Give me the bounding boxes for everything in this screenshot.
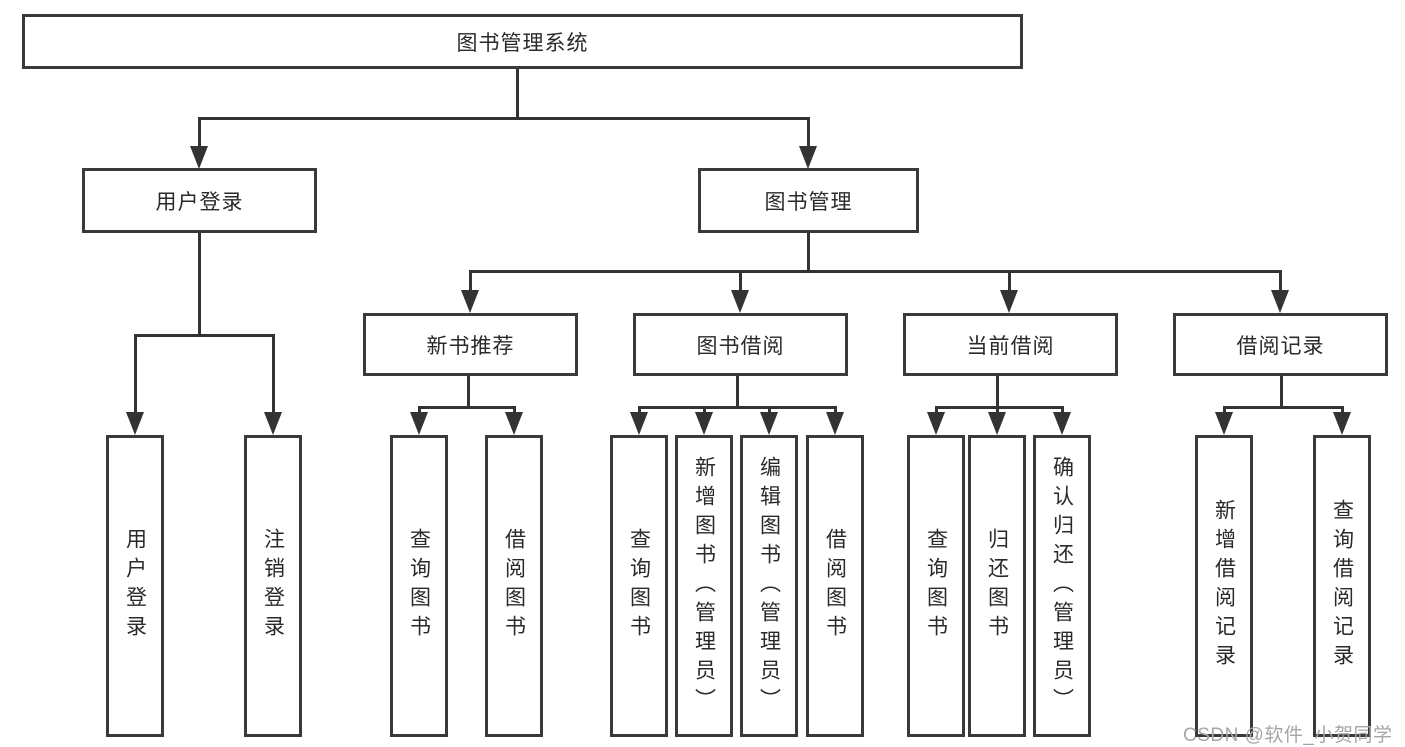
leaf-return-book: 归还图书 — [968, 435, 1026, 737]
connector — [134, 334, 275, 337]
arrow-down-icon — [799, 146, 817, 169]
arrow-down-icon — [1053, 412, 1071, 435]
connector — [418, 406, 421, 416]
connector — [198, 117, 201, 148]
arrow-down-icon — [505, 412, 523, 435]
connector — [935, 406, 938, 416]
connector — [469, 270, 1282, 273]
leaf-query-books-borrow: 查询图书 — [610, 435, 668, 737]
arrow-down-icon — [410, 412, 428, 435]
arrow-down-icon — [988, 412, 1006, 435]
connector — [1008, 270, 1011, 293]
connector — [807, 233, 810, 273]
connector — [1341, 406, 1344, 416]
watermark: CSDN @软件_小贺同学 — [1183, 725, 1393, 746]
connector — [513, 406, 516, 416]
connector — [198, 117, 810, 120]
arrow-down-icon — [1271, 290, 1289, 313]
node-book-management: 图书管理 — [698, 168, 919, 233]
arrow-down-icon — [630, 412, 648, 435]
arrow-down-icon — [731, 290, 749, 313]
leaf-confirm-return-admin: 确认归还（管理员） — [1033, 435, 1091, 737]
connector — [996, 406, 999, 416]
connector — [467, 376, 470, 409]
connector — [1061, 406, 1064, 416]
arrow-down-icon — [826, 412, 844, 435]
connector — [739, 270, 742, 293]
connector — [1280, 376, 1283, 409]
leaf-add-book-admin: 新增图书（管理员） — [675, 435, 733, 737]
connector — [935, 406, 1064, 409]
node-library-management-system: 图书管理系统 — [22, 14, 1023, 69]
node-user-login: 用户登录 — [82, 168, 317, 233]
arrow-down-icon — [927, 412, 945, 435]
leaf-query-books-recommend: 查询图书 — [390, 435, 448, 737]
connector — [134, 334, 137, 415]
connector — [834, 406, 837, 416]
connector — [1279, 270, 1282, 293]
node-current-borrowing: 当前借阅 — [903, 313, 1118, 376]
connector — [703, 406, 706, 416]
node-book-borrowing: 图书借阅 — [633, 313, 848, 376]
connector — [516, 69, 519, 120]
connector — [469, 270, 472, 293]
arrow-down-icon — [1333, 412, 1351, 435]
leaf-user-login: 用户登录 — [106, 435, 164, 737]
leaf-edit-book-admin: 编辑图书（管理员） — [740, 435, 798, 737]
node-new-book-recommendation: 新书推荐 — [363, 313, 578, 376]
connector — [807, 117, 810, 148]
leaf-borrow-books-recommend: 借阅图书 — [485, 435, 543, 737]
arrow-down-icon — [264, 412, 282, 435]
arrow-down-icon — [695, 412, 713, 435]
connector — [198, 233, 201, 336]
connector — [736, 376, 739, 409]
connector — [272, 334, 275, 415]
connector — [768, 406, 771, 416]
leaf-borrow-books: 借阅图书 — [806, 435, 864, 737]
connector — [418, 406, 516, 409]
connector — [996, 376, 999, 409]
connector — [1223, 406, 1226, 416]
connector — [638, 406, 837, 409]
connector — [638, 406, 641, 416]
leaf-logout-login: 注销登录 — [244, 435, 302, 737]
arrow-down-icon — [1215, 412, 1233, 435]
leaf-query-books-current: 查询图书 — [907, 435, 965, 737]
arrow-down-icon — [461, 290, 479, 313]
arrow-down-icon — [1000, 290, 1018, 313]
leaf-add-borrow-record: 新增借阅记录 — [1195, 435, 1253, 737]
arrow-down-icon — [190, 146, 208, 169]
connector — [1223, 406, 1344, 409]
arrow-down-icon — [760, 412, 778, 435]
node-borrowing-records: 借阅记录 — [1173, 313, 1388, 376]
arrow-down-icon — [126, 412, 144, 435]
leaf-query-borrow-record: 查询借阅记录 — [1313, 435, 1371, 737]
